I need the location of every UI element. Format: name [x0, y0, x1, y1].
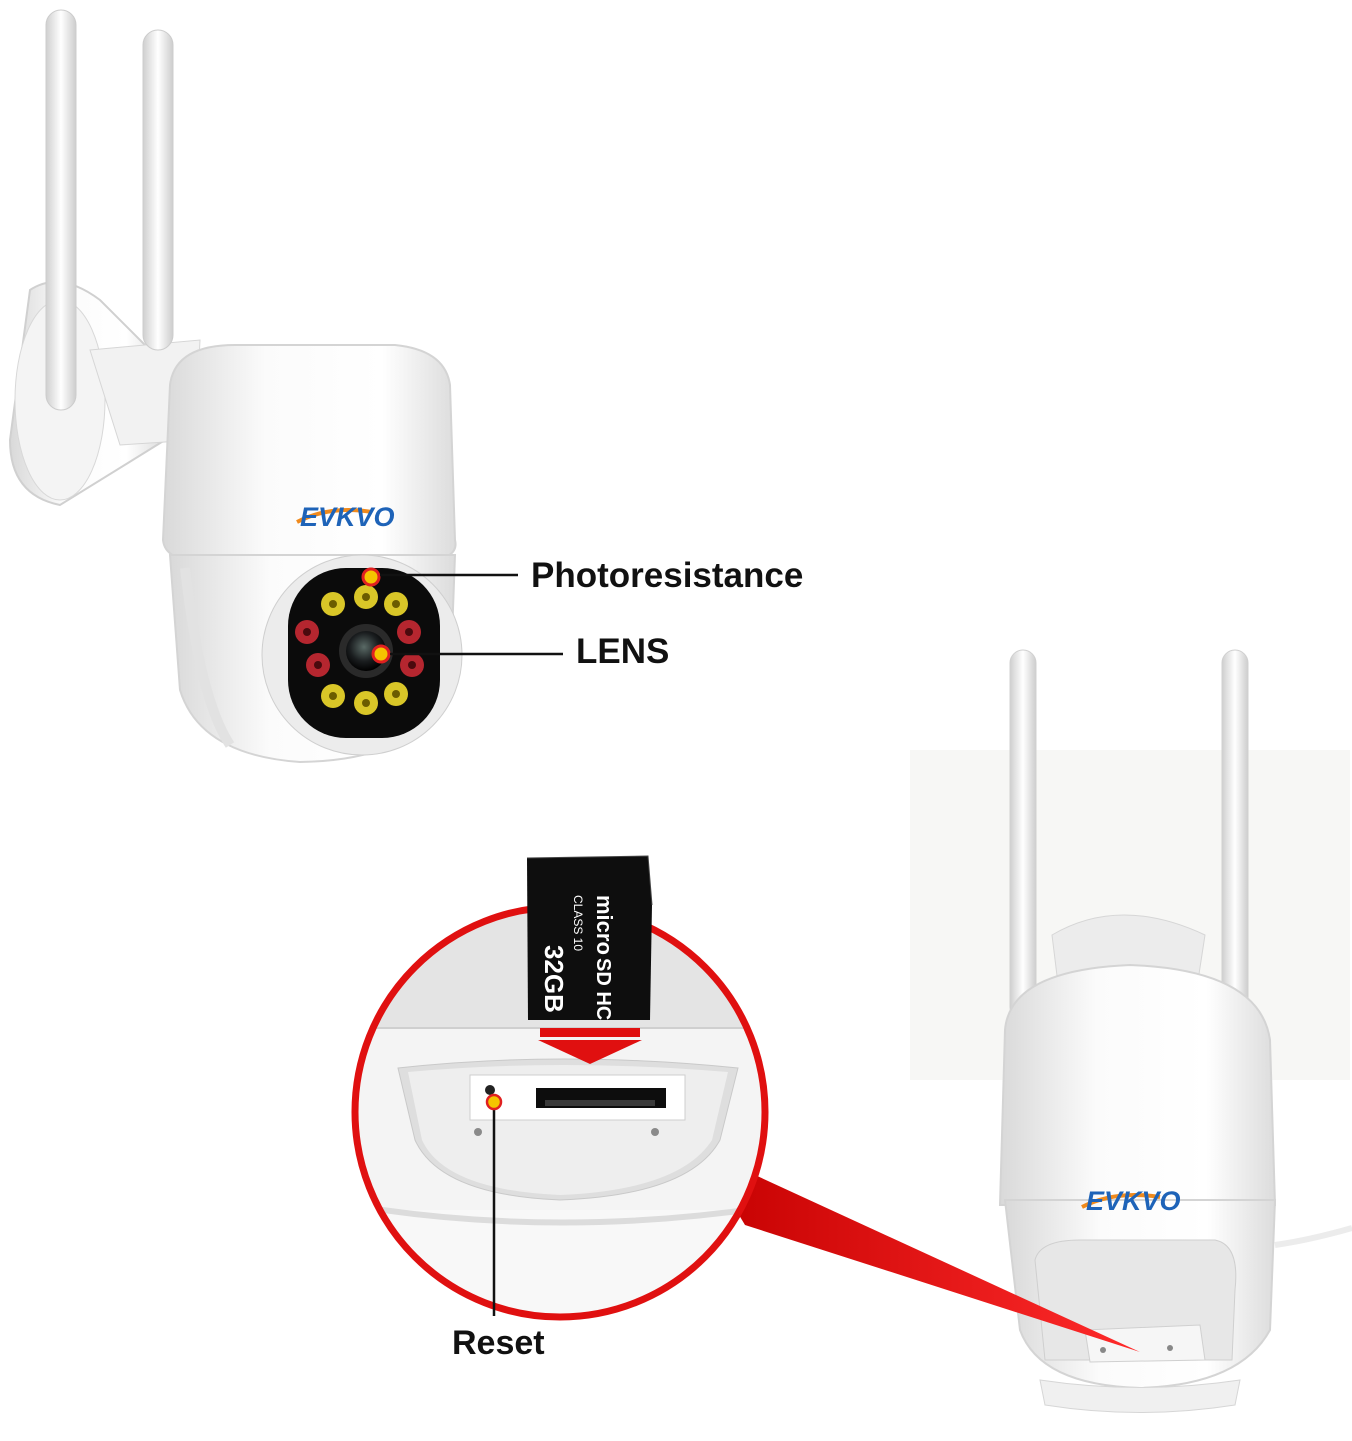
reset-marker [485, 1093, 503, 1111]
svg-text:32GB: 32GB [539, 945, 569, 1013]
lens-label: LENS [576, 632, 670, 671]
svg-text:EVKVO: EVKVO [1086, 1186, 1181, 1216]
led-array [295, 585, 424, 715]
photoresistance-label: Photoresistance [531, 556, 804, 595]
lens-marker [371, 644, 391, 664]
svg-text:CLASS 10: CLASS 10 [571, 895, 585, 951]
top-camera: EVKVO [8, 9, 563, 764]
svg-text:SD HC: SD HC [592, 958, 614, 1020]
brand-logo-2: EVKVO [1081, 1186, 1181, 1216]
svg-text:micro: micro [592, 895, 617, 955]
photoresistance-marker [361, 567, 381, 587]
bottom-camera: EVKVO [910, 649, 1352, 1413]
insert-arrow [538, 1040, 642, 1064]
svg-text:EVKVO: EVKVO [300, 502, 395, 532]
zoom-beam [700, 1150, 1140, 1352]
brand-logo: EVKVO [296, 502, 395, 532]
reset-label: Reset [452, 1324, 545, 1362]
microsd-card: micro SD HC CLASS 10 32GB [526, 855, 653, 1020]
